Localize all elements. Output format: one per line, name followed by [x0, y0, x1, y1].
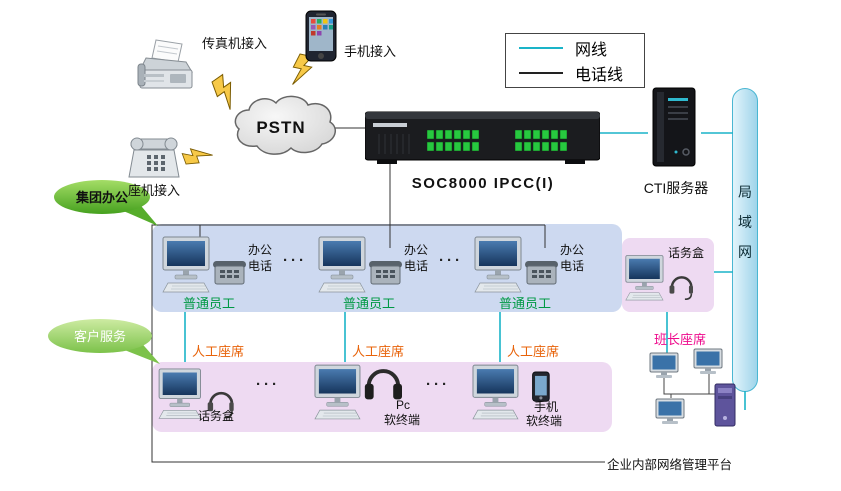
pc-terminal-label: Pc — [396, 398, 411, 412]
service-banner: 客户服务 — [73, 329, 127, 344]
office-workstation-icon — [162, 236, 246, 296]
network-cluster-icon — [643, 348, 751, 450]
employee-label: 普通员工 — [343, 296, 396, 311]
office-phone-label: 电话 — [248, 259, 273, 273]
office-phone-label: 电话 — [404, 259, 429, 273]
landline-access-label: 座机接入 — [128, 183, 181, 198]
office-workstation-icon — [318, 236, 402, 296]
lan-label-char: 局 — [738, 184, 752, 200]
pc-terminal-label: 软终端 — [384, 413, 421, 427]
office-phone-label: 办公 — [404, 243, 429, 257]
legend-net-row: 网线 — [519, 36, 644, 60]
operator-box-label: 话务盒 — [198, 409, 235, 423]
lightning-bolt-icon — [181, 52, 315, 168]
legend-net-label: 网线 — [575, 41, 608, 59]
mobile-terminal-label: 软终端 — [526, 414, 563, 428]
landline-phone-icon — [126, 134, 182, 182]
supervisor-label: 班长座席 — [654, 332, 707, 347]
agent-label: 人工座席 — [352, 344, 405, 359]
lan-label-char: 网 — [738, 244, 752, 260]
office-banner: 集团办公 — [75, 190, 129, 205]
agent-label: 人工座席 — [507, 344, 560, 359]
legend-phone-row: 电话线 — [519, 61, 644, 85]
net-line-swatch — [519, 46, 563, 49]
employee-label: 普通员工 — [183, 296, 236, 311]
ipcc-label: SOC8000 IPCC(I) — [411, 175, 555, 192]
platform-label: 企业内部网络管理平台 — [607, 458, 733, 472]
operator-box-label: 话务盒 — [668, 246, 705, 260]
office-phone-label: 办公 — [560, 243, 585, 257]
legend-box: 网线 电话线 — [505, 33, 645, 88]
dots-separator: ··· — [426, 376, 450, 393]
lan-bar — [732, 88, 758, 392]
ipcc-rack-icon — [365, 108, 600, 164]
mobile-access-label: 手机接入 — [344, 44, 397, 59]
cti-server-icon — [646, 86, 702, 168]
mobile-terminal-label: 手机 — [534, 400, 559, 414]
agent-label: 人工座席 — [192, 344, 245, 359]
dots-separator: ··· — [439, 252, 463, 269]
cti-label: CTI服务器 — [643, 180, 709, 196]
dots-separator: ··· — [283, 252, 307, 269]
legend-phone-label: 电话线 — [575, 67, 624, 85]
pstn-label: PSTN — [256, 118, 306, 137]
mobile-phone-icon — [304, 10, 338, 62]
dots-separator: ··· — [256, 376, 280, 393]
fax-access-label: 传真机接入 — [202, 36, 268, 51]
office-phone-label: 办公 — [248, 243, 273, 257]
phone-line-swatch — [519, 72, 563, 75]
lan-label-char: 域 — [738, 214, 752, 230]
fax-machine-icon — [136, 36, 200, 98]
employee-label: 普通员工 — [499, 296, 552, 311]
headset-workstation-icon — [625, 254, 693, 304]
office-workstation-icon — [474, 236, 558, 296]
office-phone-label: 电话 — [560, 259, 585, 273]
